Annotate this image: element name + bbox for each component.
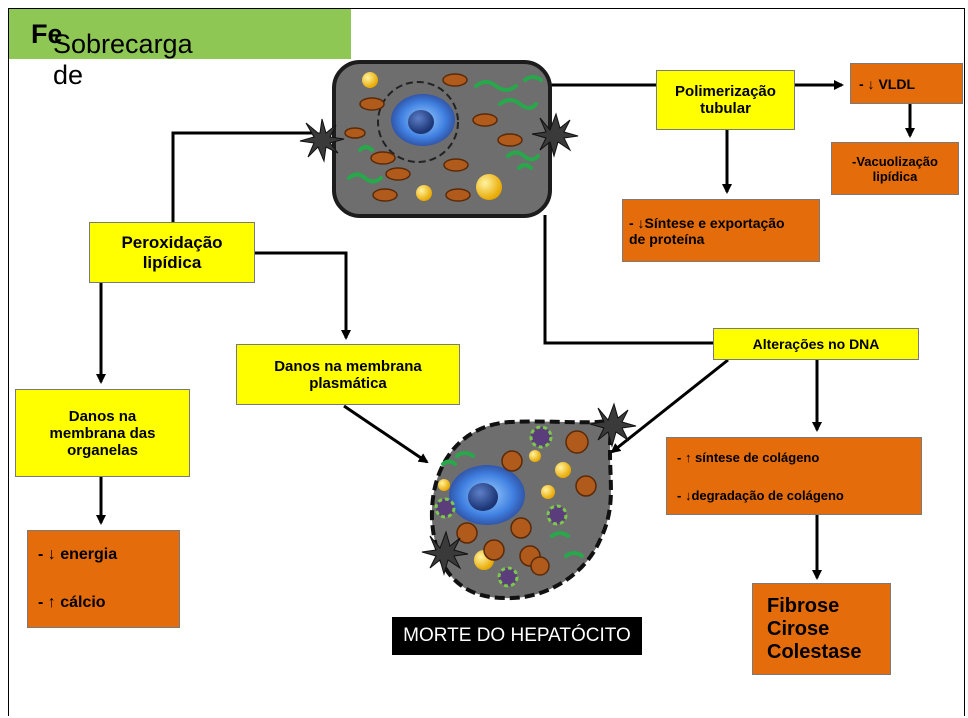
title-bold: Fe <box>31 19 63 49</box>
connectors <box>96 80 915 580</box>
arrow-dna-dying-cell <box>610 358 729 454</box>
dying-hepatocyte-icon <box>421 402 637 601</box>
line-cell-to-dna <box>543 215 713 345</box>
colestase-text: Colestase <box>767 640 862 663</box>
colageno-line2: - ↓degradação de colágeno <box>677 487 844 503</box>
danos-organelas-line1: Danos na <box>68 407 137 425</box>
alteracoes-dna-text: Alterações no DNA <box>752 336 880 352</box>
danos-organelas-line2: membrana das <box>49 424 156 442</box>
page-frame <box>8 8 965 716</box>
danos-plasmatica-line1: Danos na membrana <box>274 357 422 375</box>
box-energia-calcio: - ↓ energia - ↑ cálcio <box>27 530 180 628</box>
vldl-text: - ↓ VLDL <box>859 75 915 92</box>
cirose-text: Cirose <box>767 617 830 640</box>
sintese-line2: de proteína <box>629 230 705 247</box>
danos-organelas-line3: organelas <box>67 441 138 459</box>
box-peroxidacao: Peroxidação lipídica <box>89 222 255 283</box>
line-cell-to-peroxidacao <box>171 131 317 222</box>
arrow-peroxidacao-plasmatica <box>255 251 351 340</box>
sintese-line1: - ↓Síntese e exportação <box>629 214 785 231</box>
morte-hepatocito-label: MORTE DO HEPATÓCITO <box>392 617 642 655</box>
box-fibrose: Fibrose Cirose Colestase <box>752 583 891 675</box>
morte-text: MORTE DO HEPATÓCITO <box>403 625 631 646</box>
vacuolizacao-line2: lipídica <box>872 168 918 184</box>
title-prefix: Sobrecarga de <box>53 29 193 90</box>
arrow-plasmatica-dying-cell <box>343 404 429 464</box>
box-vldl: - ↓ VLDL <box>850 63 963 104</box>
peroxidacao-line2: lipídica <box>142 252 202 272</box>
healthy-hepatocyte-icon <box>299 60 579 218</box>
box-danos-organelas: Danos na membrana das organelas <box>15 389 190 477</box>
polimerizacao-line1: Polimerização <box>675 83 776 100</box>
box-polimerizacao: Polimerização tubular <box>656 70 795 130</box>
box-vacuolizacao: -Vacuolização lipídica <box>831 142 959 195</box>
page-title: Sobrecarga de Fe <box>9 9 351 90</box>
box-danos-plasmatica: Danos na membrana plasmática <box>236 344 460 405</box>
colageno-line1: - ↑ síntese de colágeno <box>677 449 820 465</box>
vacuolizacao-line1: -Vacuolização <box>852 153 938 169</box>
box-sintese-exportacao: - ↓Síntese e exportação de proteína <box>622 199 820 262</box>
danos-plasmatica-line2: plasmática <box>309 374 387 392</box>
box-alteracoes-dna: Alterações no DNA <box>713 328 919 360</box>
peroxidacao-line1: Peroxidação <box>121 232 223 252</box>
box-colageno: - ↑ síntese de colágeno - ↓degradação de… <box>666 437 922 515</box>
energia-text: - ↓ energia <box>38 546 118 563</box>
polimerizacao-line2: tubular <box>700 100 751 117</box>
calcio-text: - ↑ cálcio <box>38 594 106 611</box>
fibrose-text: Fibrose <box>767 594 840 617</box>
